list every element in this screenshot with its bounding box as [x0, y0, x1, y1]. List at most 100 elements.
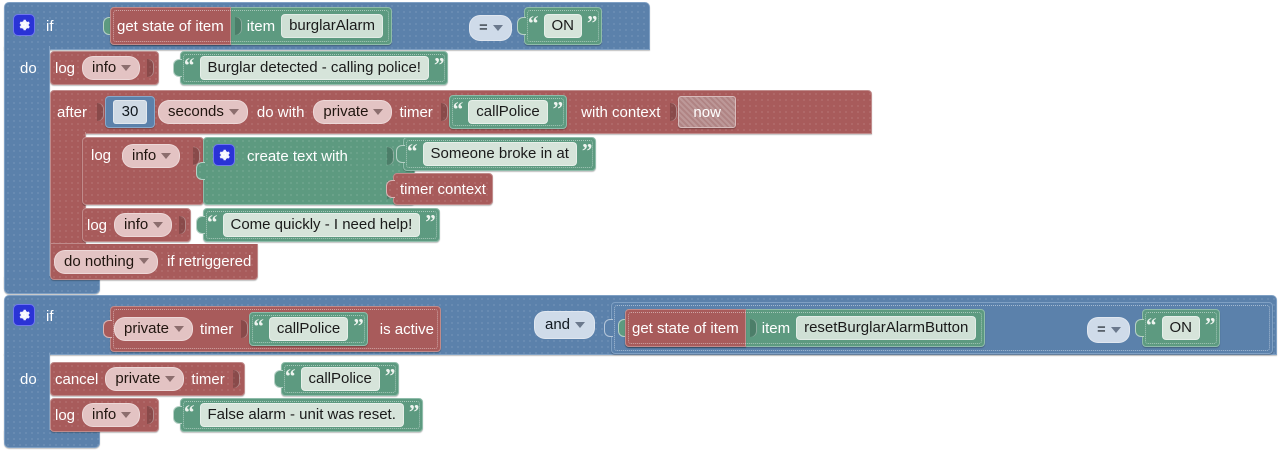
rule1-log-block-1[interactable]: log info: [50, 51, 160, 85]
text-part-1-socket: [387, 147, 394, 165]
rule2-mutator-gear-icon[interactable]: [13, 304, 35, 326]
log-message-field[interactable]: False alarm - unit was reset.: [199, 403, 404, 427]
rule2-log-block[interactable]: log info: [50, 398, 160, 432]
timer-scope-value: private: [323, 103, 369, 120]
timer-scope-value: private: [115, 370, 161, 387]
timer-name-string-block[interactable]: “ callPolice ”: [249, 312, 368, 346]
open-quote-icon: “: [207, 209, 218, 234]
open-quote-icon: “: [253, 313, 264, 338]
timer-name-field[interactable]: callPolice: [268, 317, 349, 341]
rule1-timer-log-help-message[interactable]: “ Come quickly - I need help! ”: [196, 208, 440, 242]
log-message-field[interactable]: Burglar detected - calling police!: [199, 56, 429, 80]
item-name-field[interactable]: burglarAlarm: [281, 14, 383, 38]
log-level-dropdown[interactable]: info: [82, 403, 141, 427]
timer-scope-dropdown[interactable]: private: [313, 100, 393, 124]
get-state-of-item-block[interactable]: get state of item: [110, 7, 231, 45]
create-text-part-1-string[interactable]: “ Someone broke in at ”: [396, 137, 597, 171]
left-connector-notch: [604, 319, 613, 337]
rule2-cancel-timer-name-string[interactable]: “ callPolice ”: [274, 362, 400, 396]
rule2-body-spine[interactable]: [4, 353, 50, 439]
close-quote-icon: ”: [433, 52, 445, 77]
timer-word-label: timer: [200, 320, 234, 338]
rule1-timer-log-create-block[interactable]: log info: [82, 137, 204, 205]
close-quote-icon: ”: [384, 363, 396, 388]
time-unit-value: seconds: [168, 103, 224, 120]
rule2-operator-dropdown[interactable]: =: [1087, 317, 1130, 343]
rule1-body-spine[interactable]: [4, 46, 50, 288]
timer-word-label: timer: [399, 103, 433, 121]
left-connector-notch: [618, 319, 627, 337]
rule2-logic-operator-dropdown[interactable]: and: [534, 311, 596, 339]
rule1-mutator-gear-icon[interactable]: [13, 14, 35, 36]
get-state-of-item-block[interactable]: get state of item: [625, 309, 746, 347]
log-label: log: [87, 216, 108, 234]
timer-scope-dropdown[interactable]: private: [114, 317, 194, 341]
message-socket: [193, 147, 200, 165]
rule2-if-label: if: [46, 308, 54, 325]
log-level-dropdown[interactable]: info: [122, 144, 181, 168]
rule1-item-state-block[interactable]: get state of item item burglarAlarm: [103, 7, 392, 45]
delay-value-field[interactable]: 30: [113, 100, 148, 124]
rule1-if-label: if: [46, 18, 54, 35]
compare-value-field[interactable]: ON: [1161, 316, 1200, 340]
rule2-timer-is-active-block[interactable]: private timer “ callPolice ” is active: [103, 306, 441, 352]
context-value-label: now: [693, 103, 721, 121]
operator-value: =: [479, 19, 488, 36]
item-name-field[interactable]: resetBurglarAlarmButton: [796, 316, 977, 340]
rule2-cancel-timer-block[interactable]: cancel private timer: [50, 362, 245, 396]
message-socket: [147, 406, 155, 424]
left-connector-notch: [1135, 319, 1144, 337]
time-unit-dropdown[interactable]: seconds: [158, 100, 248, 124]
chevron-down-icon: [165, 375, 176, 382]
rule2-compare-string-block[interactable]: “ ON ”: [1135, 309, 1220, 347]
text-part-1-field[interactable]: Someone broke in at: [422, 142, 577, 166]
retrigger-policy-dropdown[interactable]: do nothing: [54, 249, 159, 274]
rule1-timer-retrigger-row[interactable]: do nothing if retriggered: [50, 244, 259, 280]
rule1-timer-block-header[interactable]: after 30 seconds do with private timer “…: [50, 90, 872, 134]
rule1-bottom-bar[interactable]: [4, 276, 100, 294]
rule2-item-state-block[interactable]: get state of item item resetBurglarAlarm…: [618, 309, 986, 347]
timer-name-socket: [232, 370, 240, 388]
log-level-value: info: [92, 406, 117, 423]
chevron-down-icon: [1110, 326, 1121, 333]
timer-name-field[interactable]: callPolice: [300, 367, 380, 391]
rule1-log-message-1[interactable]: “ Burglar detected - calling police! ”: [173, 51, 449, 85]
create-text-with-block[interactable]: create text with: [196, 137, 415, 205]
rule2-bottom-bar[interactable]: [4, 430, 100, 448]
open-quote-icon: “: [184, 52, 195, 77]
delay-number-block[interactable]: 30: [105, 96, 156, 128]
open-quote-icon: “: [407, 138, 418, 163]
chevron-down-icon: [121, 411, 132, 418]
cancel-label: cancel: [55, 370, 99, 388]
get-state-of-item-label: get state of item: [117, 17, 224, 35]
left-connector-notch: [173, 406, 182, 424]
log-level-dropdown[interactable]: info: [114, 213, 173, 237]
chevron-down-icon: [228, 108, 239, 115]
close-quote-icon: ”: [552, 96, 564, 121]
left-connector-notch: [386, 180, 395, 198]
chevron-down-icon: [139, 258, 150, 264]
compare-value-field[interactable]: ON: [543, 14, 582, 38]
log-level-dropdown[interactable]: info: [82, 56, 141, 80]
create-text-part-2-timer-context[interactable]: timer context: [386, 173, 493, 205]
rule1-compare-string-block[interactable]: “ ON ”: [517, 7, 602, 45]
log-level-value: info: [124, 216, 149, 233]
create-text-mutator-gear-icon[interactable]: [213, 144, 235, 166]
close-quote-icon: ”: [425, 209, 436, 234]
left-connector-notch: [274, 370, 283, 388]
open-quote-icon: “: [528, 10, 539, 35]
rule1-operator-dropdown[interactable]: =: [469, 15, 512, 41]
open-quote-icon: “: [1146, 312, 1157, 337]
rule2-log-message[interactable]: “ False alarm - unit was reset. ”: [173, 398, 424, 432]
timer-name-field[interactable]: callPolice: [468, 100, 548, 124]
rule1-timer-body-spine[interactable]: [50, 132, 86, 244]
timer-context-shadow-block[interactable]: now: [678, 96, 736, 128]
timer-scope-dropdown[interactable]: private: [105, 367, 185, 391]
rule1-timer-log-help-block[interactable]: log info: [82, 208, 192, 242]
item-socket: [234, 17, 242, 35]
log-message-field[interactable]: Come quickly - I need help!: [222, 213, 421, 237]
timer-name-string-block[interactable]: “ callPolice ”: [448, 95, 568, 129]
left-connector-notch: [196, 162, 205, 180]
log-label: log: [91, 147, 112, 164]
